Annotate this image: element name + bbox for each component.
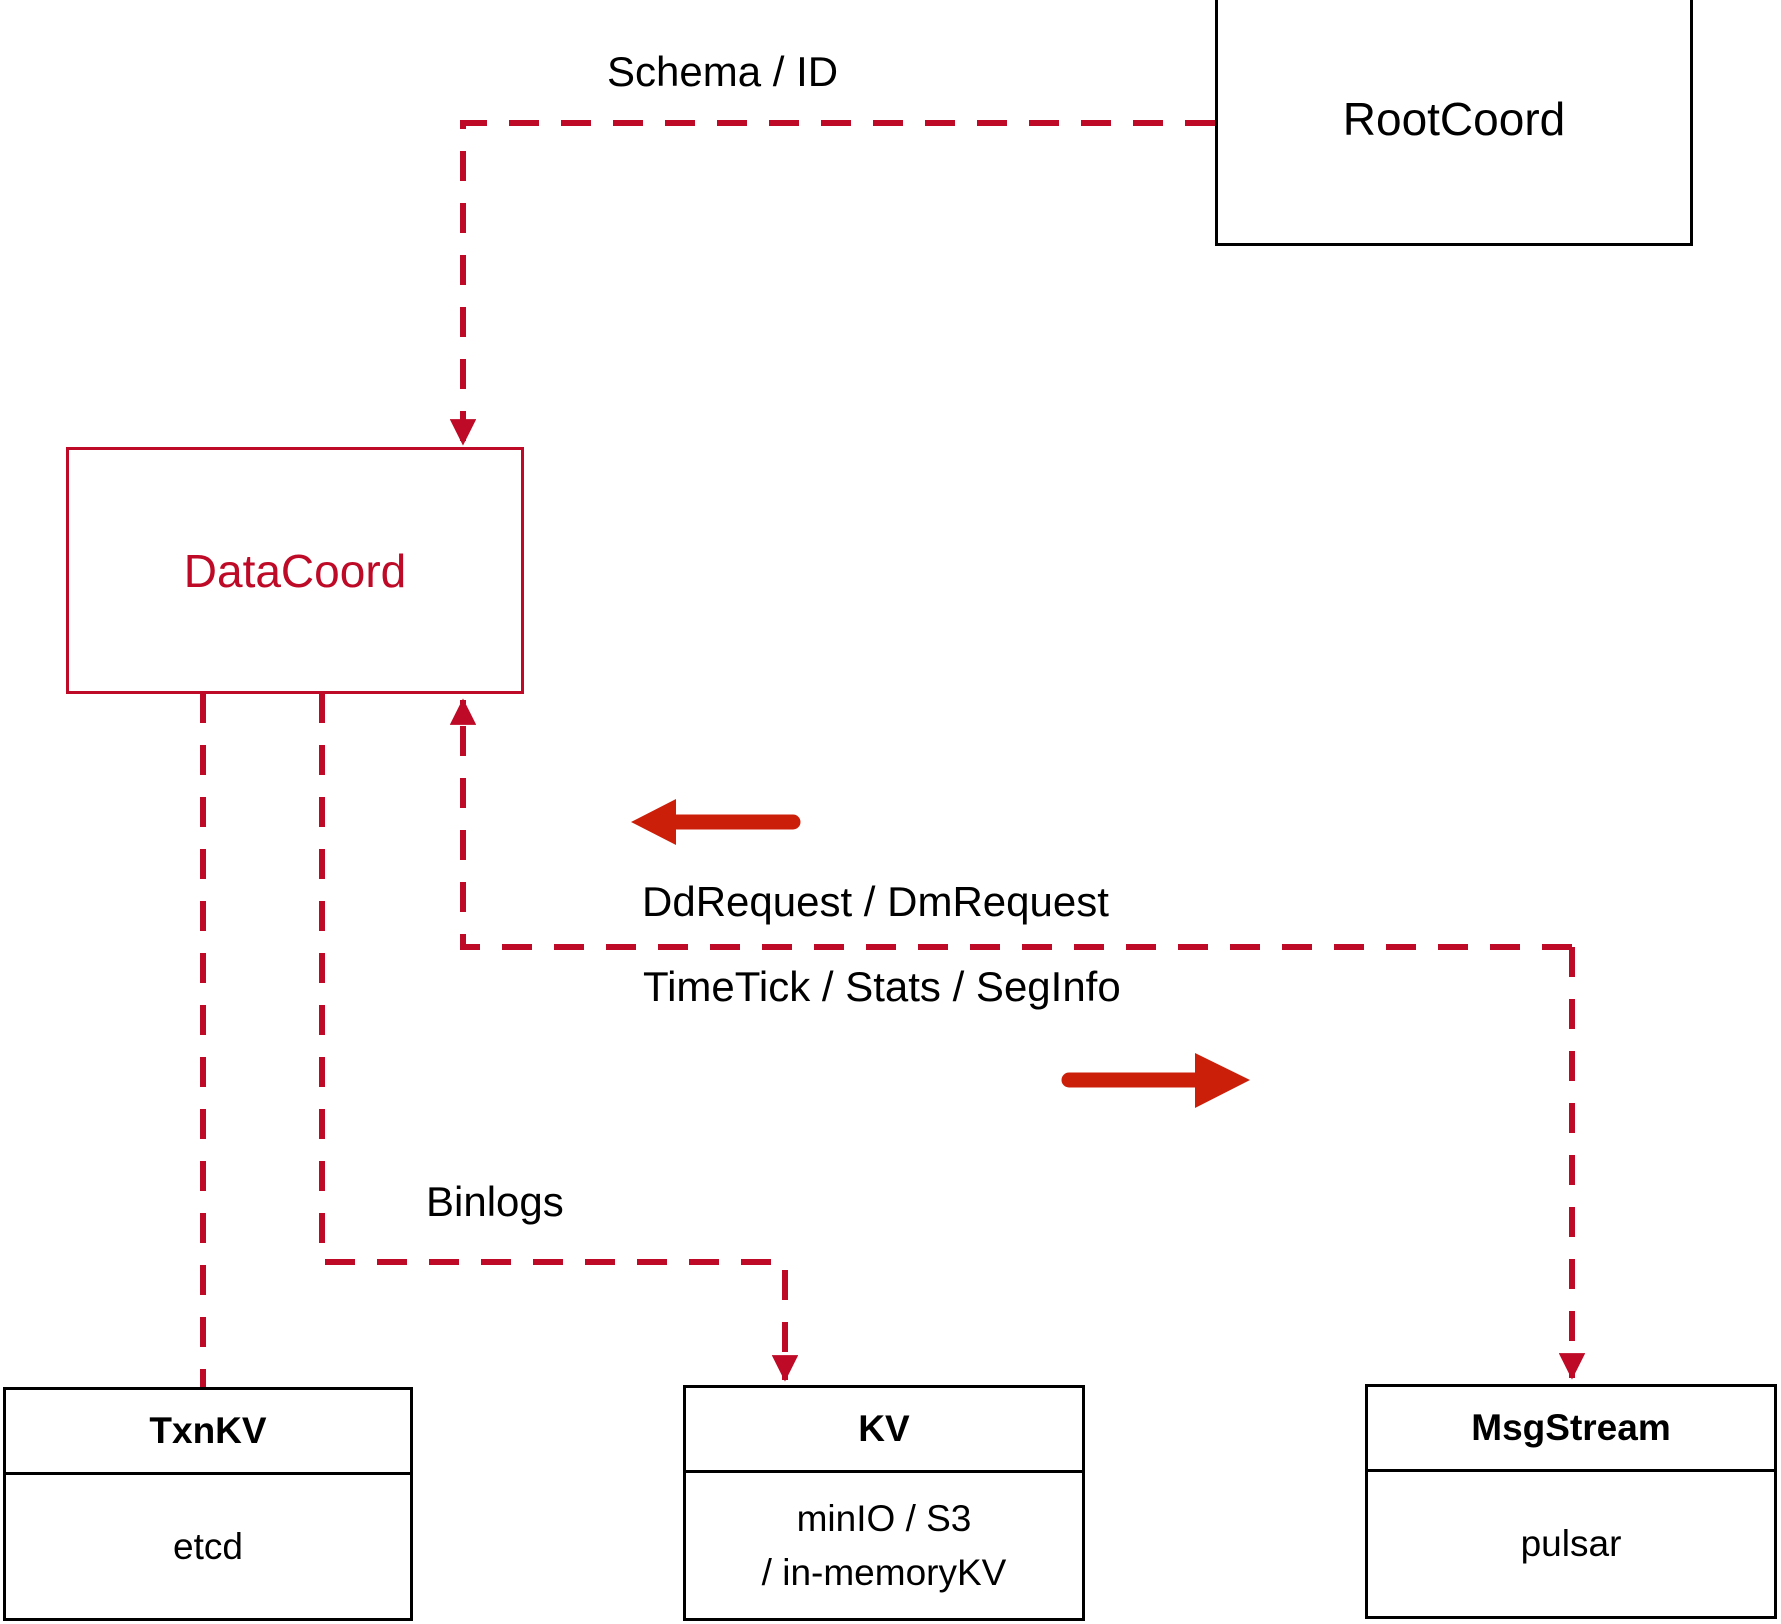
node-kv-line-2: / in-memoryKV [761,1551,1007,1593]
edge-label-ddrequest-dmrequest: DdRequest / DmRequest [642,878,1109,925]
node-rootcoord-label: RootCoord [1342,93,1566,145]
node-msgstream-title: MsgStream [1368,1387,1774,1472]
node-kv-body: minIO / S3 / in-memoryKV [686,1473,1082,1618]
node-txnkv[interactable]: TxnKV etcd [3,1387,413,1621]
node-txnkv-body: etcd [6,1475,410,1618]
node-rootcoord[interactable]: RootCoord [1215,0,1693,246]
node-kv-title: KV [686,1388,1082,1473]
node-msgstream[interactable]: MsgStream pulsar [1365,1384,1777,1619]
node-datacoord[interactable]: DataCoord [66,447,524,694]
node-kv[interactable]: KV minIO / S3 / in-memoryKV [683,1385,1085,1621]
edge-schema-id [449,120,1215,446]
direction-arrow-right-icon [1061,1053,1250,1108]
edge-binlogs [319,693,799,1382]
edge-label-schema-id: Schema / ID [607,48,839,95]
node-txnkv-title: TxnKV [6,1390,410,1475]
edge-label-binlogs: Binlogs [426,1178,564,1225]
node-txnkv-line-1: etcd [173,1525,243,1567]
node-kv-line-1: minIO / S3 [796,1497,972,1539]
node-msgstream-line-1: pulsar [1520,1523,1622,1565]
direction-arrow-left-icon [631,799,801,845]
node-msgstream-body: pulsar [1368,1472,1774,1616]
edge-label-timetick-stats-seginfo: TimeTick / Stats / SegInfo [643,963,1121,1010]
node-datacoord-label: DataCoord [183,544,407,597]
